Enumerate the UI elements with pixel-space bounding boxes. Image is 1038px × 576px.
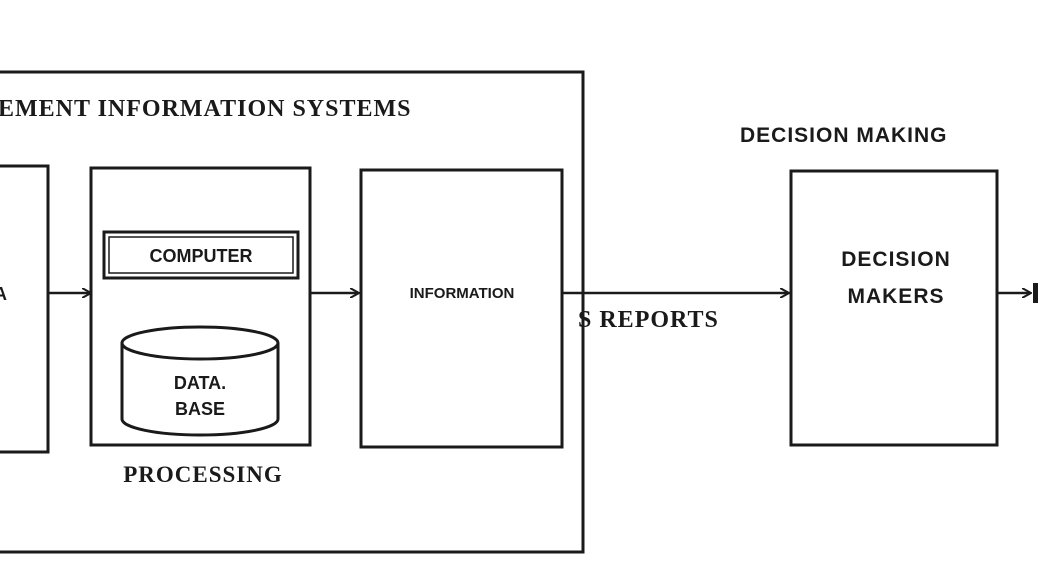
processing-box (89, 166, 312, 447)
decision-makers-box (789, 169, 999, 447)
database-label-line2: BASE (175, 399, 225, 419)
decision-making-title: DECISION MAKING (740, 124, 948, 147)
processing-label: PROCESSING (123, 462, 283, 487)
reports-label: S REPORTS (578, 307, 719, 333)
data-box (0, 164, 50, 454)
data-box-label: A (0, 284, 7, 304)
information-box (359, 168, 564, 449)
information-label: INFORMATION (410, 285, 515, 302)
decision-makers-label-line1: DECISION (841, 248, 951, 271)
next-box-edge (1033, 283, 1038, 303)
mis-frame (0, 70, 585, 554)
database-icon (120, 325, 280, 437)
computer-box-inner (108, 236, 294, 274)
decision-makers-label-line2: MAKERS (847, 285, 944, 308)
mis-title: EMENT INFORMATION SYSTEMS (0, 96, 412, 122)
database-label-line1: DATA. (174, 373, 226, 393)
computer-label: COMPUTER (150, 246, 253, 266)
computer-box (102, 230, 300, 280)
